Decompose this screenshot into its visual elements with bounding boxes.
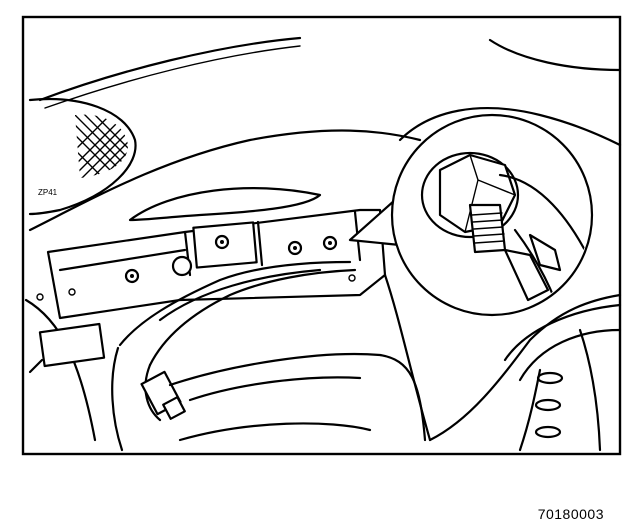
detail-inset: [348, 113, 594, 317]
illustration-frame: [21, 15, 622, 456]
connector-plug: [140, 370, 186, 420]
center-vent: [128, 187, 322, 222]
windshield-edge-inner: [44, 45, 301, 109]
right-cowl: [398, 107, 622, 147]
airbag-bracket: [36, 208, 387, 320]
wire-harness: [111, 260, 357, 452]
lower-dash-outline: [168, 352, 427, 442]
windshield-edge: [38, 36, 302, 102]
lower-dash-base: [178, 422, 372, 442]
panel-marking-label: ZP41: [38, 188, 58, 197]
right-vent: [503, 303, 622, 452]
dashboard-top: [28, 129, 422, 232]
left-connector-block: [28, 322, 106, 374]
dash-lower-curve: [428, 293, 622, 442]
figure-reference-number: 70180003: [537, 506, 604, 522]
speaker-grille: [28, 98, 137, 216]
lower-dash-inner: [188, 376, 362, 402]
dash-side: [383, 273, 432, 442]
left-trim: [24, 298, 97, 442]
cowl-top-right: [488, 38, 622, 72]
